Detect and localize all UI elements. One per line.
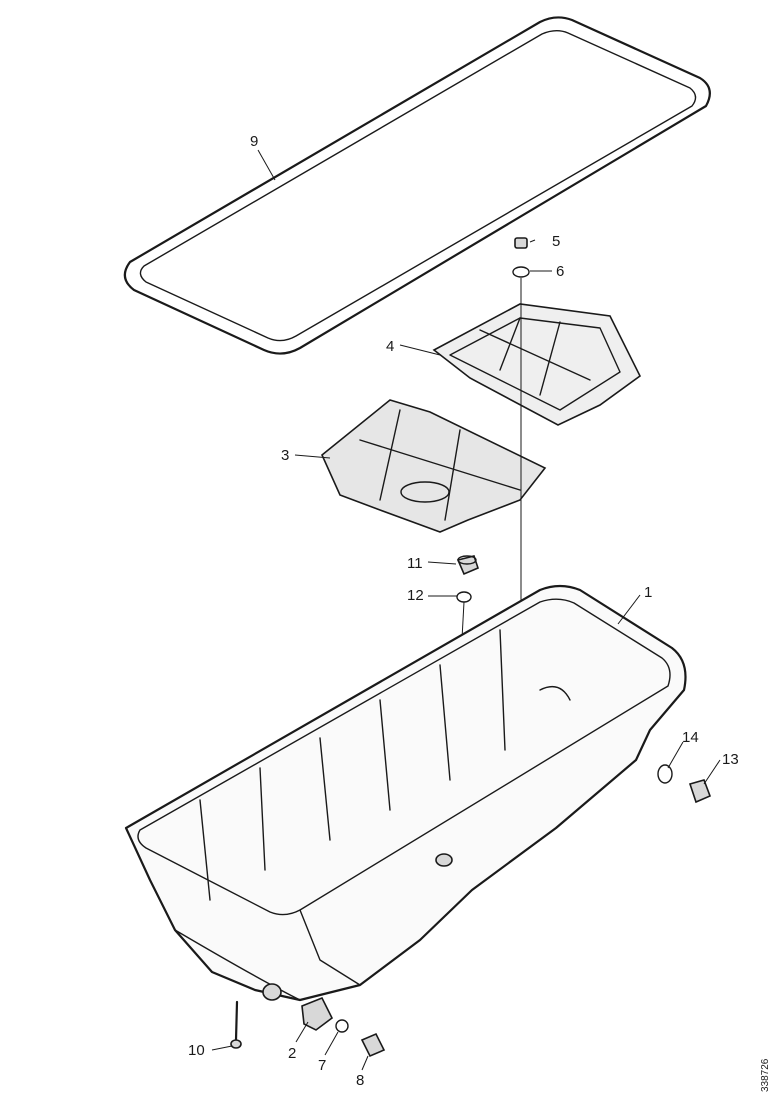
seal-ring-14 xyxy=(657,764,673,784)
callout-8: 8 xyxy=(356,1072,364,1089)
plug-8 xyxy=(360,1032,386,1058)
callout-10: 10 xyxy=(188,1042,205,1059)
callout-5: 5 xyxy=(552,233,560,250)
oil-pan-1 xyxy=(124,584,687,1002)
washer-7 xyxy=(335,1019,349,1033)
washer-12 xyxy=(456,591,472,603)
dipstick-10 xyxy=(230,1000,242,1049)
callout-6: 6 xyxy=(556,263,564,280)
callout-4: 4 xyxy=(386,338,394,355)
callout-3: 3 xyxy=(281,447,289,464)
callout-2: 2 xyxy=(288,1045,296,1062)
washer-6 xyxy=(512,266,530,278)
bolt-5 xyxy=(514,237,528,249)
plate-4 xyxy=(432,303,642,426)
baffle-3 xyxy=(321,399,547,533)
gasket-9 xyxy=(123,16,711,355)
callout-13: 13 xyxy=(722,751,739,768)
plug-13 xyxy=(688,779,712,804)
callout-12: 12 xyxy=(407,587,424,604)
fitting-2 xyxy=(301,996,334,1031)
callout-7: 7 xyxy=(318,1057,326,1074)
callout-9: 9 xyxy=(250,133,258,150)
callout-14: 14 xyxy=(682,729,699,746)
plug-11 xyxy=(456,555,479,576)
drawing-id: 338726 xyxy=(760,1058,771,1092)
callout-11: 11 xyxy=(407,555,423,572)
callout-1: 1 xyxy=(644,584,652,601)
